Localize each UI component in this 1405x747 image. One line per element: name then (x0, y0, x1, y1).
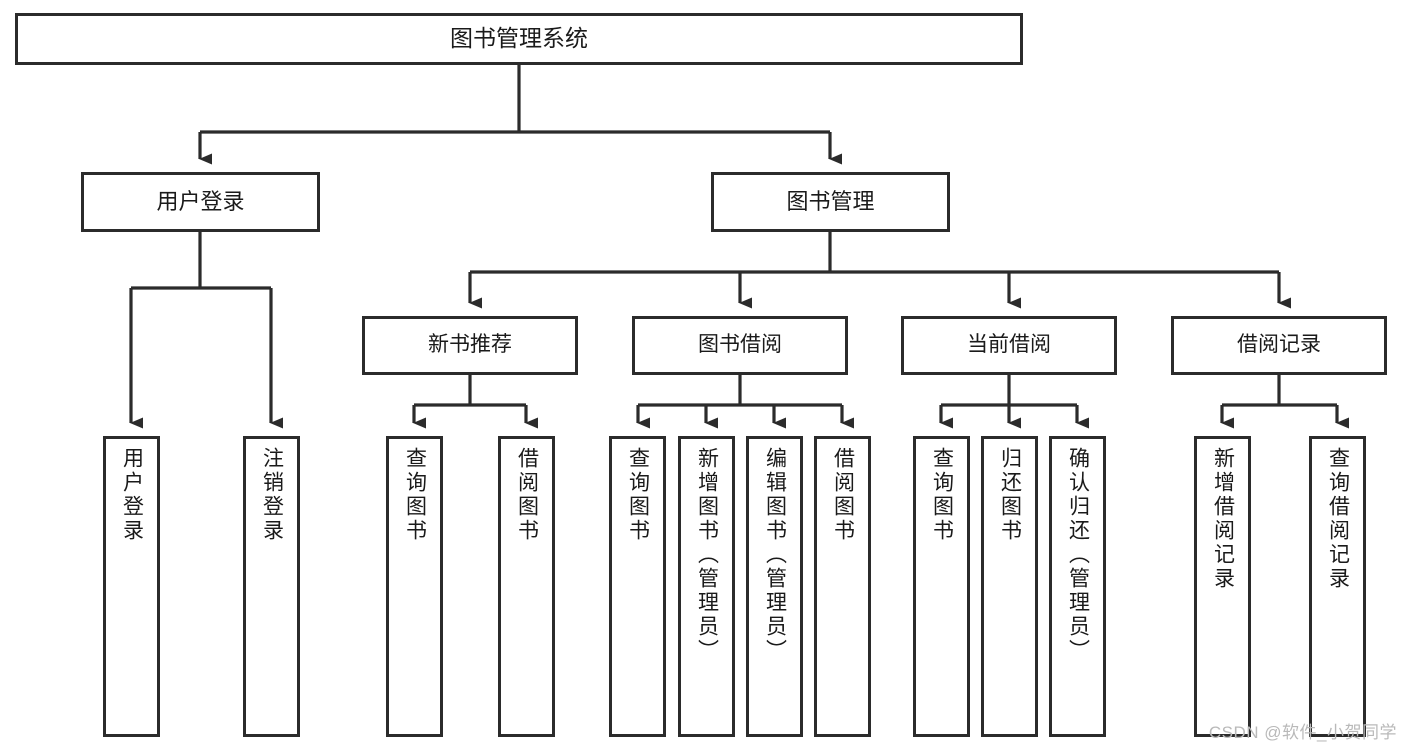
leaf-confirm-return-admin[interactable]: 确认归还（管理员） (1049, 436, 1106, 737)
node-user-login-label: 用户登录 (156, 189, 245, 215)
leaf-add-borrow-record[interactable]: 新增借阅记录 (1194, 436, 1251, 737)
leaf-query-book-new-label: 查询图书 (403, 447, 427, 543)
leaf-confirm-return-admin-label: 确认归还（管理员） (1066, 447, 1090, 663)
node-borrow-record[interactable]: 借阅记录 (1171, 316, 1387, 375)
node-book-management[interactable]: 图书管理 (711, 172, 950, 232)
leaf-borrow-book-new-label: 借阅图书 (515, 447, 539, 543)
node-book-borrow-label: 图书借阅 (698, 333, 782, 357)
leaf-return-book[interactable]: 归还图书 (981, 436, 1038, 737)
leaf-query-book-new[interactable]: 查询图书 (386, 436, 443, 737)
leaf-logout[interactable]: 注销登录 (243, 436, 300, 737)
leaf-query-borrow-record-label: 查询借阅记录 (1326, 447, 1350, 591)
leaf-return-book-label: 归还图书 (998, 447, 1022, 543)
leaf-query-book-borrow[interactable]: 查询图书 (609, 436, 666, 737)
leaf-query-book-borrow-label: 查询图书 (626, 447, 650, 543)
node-new-book-recommend[interactable]: 新书推荐 (362, 316, 578, 375)
leaf-add-book-admin[interactable]: 新增图书（管理员） (678, 436, 735, 737)
leaf-add-book-admin-label: 新增图书（管理员） (695, 447, 719, 663)
leaf-user-login-label: 用户登录 (120, 447, 144, 543)
leaf-edit-book-admin[interactable]: 编辑图书（管理员） (746, 436, 803, 737)
leaf-query-book-current-label: 查询图书 (930, 447, 954, 543)
leaf-logout-label: 注销登录 (260, 447, 284, 543)
leaf-user-login[interactable]: 用户登录 (103, 436, 160, 737)
leaf-borrow-book-new[interactable]: 借阅图书 (498, 436, 555, 737)
node-book-borrow[interactable]: 图书借阅 (632, 316, 848, 375)
node-current-borrow[interactable]: 当前借阅 (901, 316, 1117, 375)
node-root-label: 图书管理系统 (450, 25, 588, 52)
leaf-query-book-current[interactable]: 查询图书 (913, 436, 970, 737)
node-root[interactable]: 图书管理系统 (15, 13, 1023, 65)
node-new-book-recommend-label: 新书推荐 (428, 333, 512, 357)
node-borrow-record-label: 借阅记录 (1237, 333, 1321, 357)
csdn-watermark: CSDN @软件_小贺同学 (1208, 723, 1397, 742)
node-user-login[interactable]: 用户登录 (81, 172, 320, 232)
leaf-borrow-book[interactable]: 借阅图书 (814, 436, 871, 737)
leaf-borrow-book-label: 借阅图书 (831, 447, 855, 543)
leaf-edit-book-admin-label: 编辑图书（管理员） (763, 447, 787, 663)
node-book-management-label: 图书管理 (786, 189, 875, 215)
node-current-borrow-label: 当前借阅 (967, 333, 1051, 357)
leaf-query-borrow-record[interactable]: 查询借阅记录 (1309, 436, 1366, 737)
leaf-add-borrow-record-label: 新增借阅记录 (1211, 447, 1235, 591)
